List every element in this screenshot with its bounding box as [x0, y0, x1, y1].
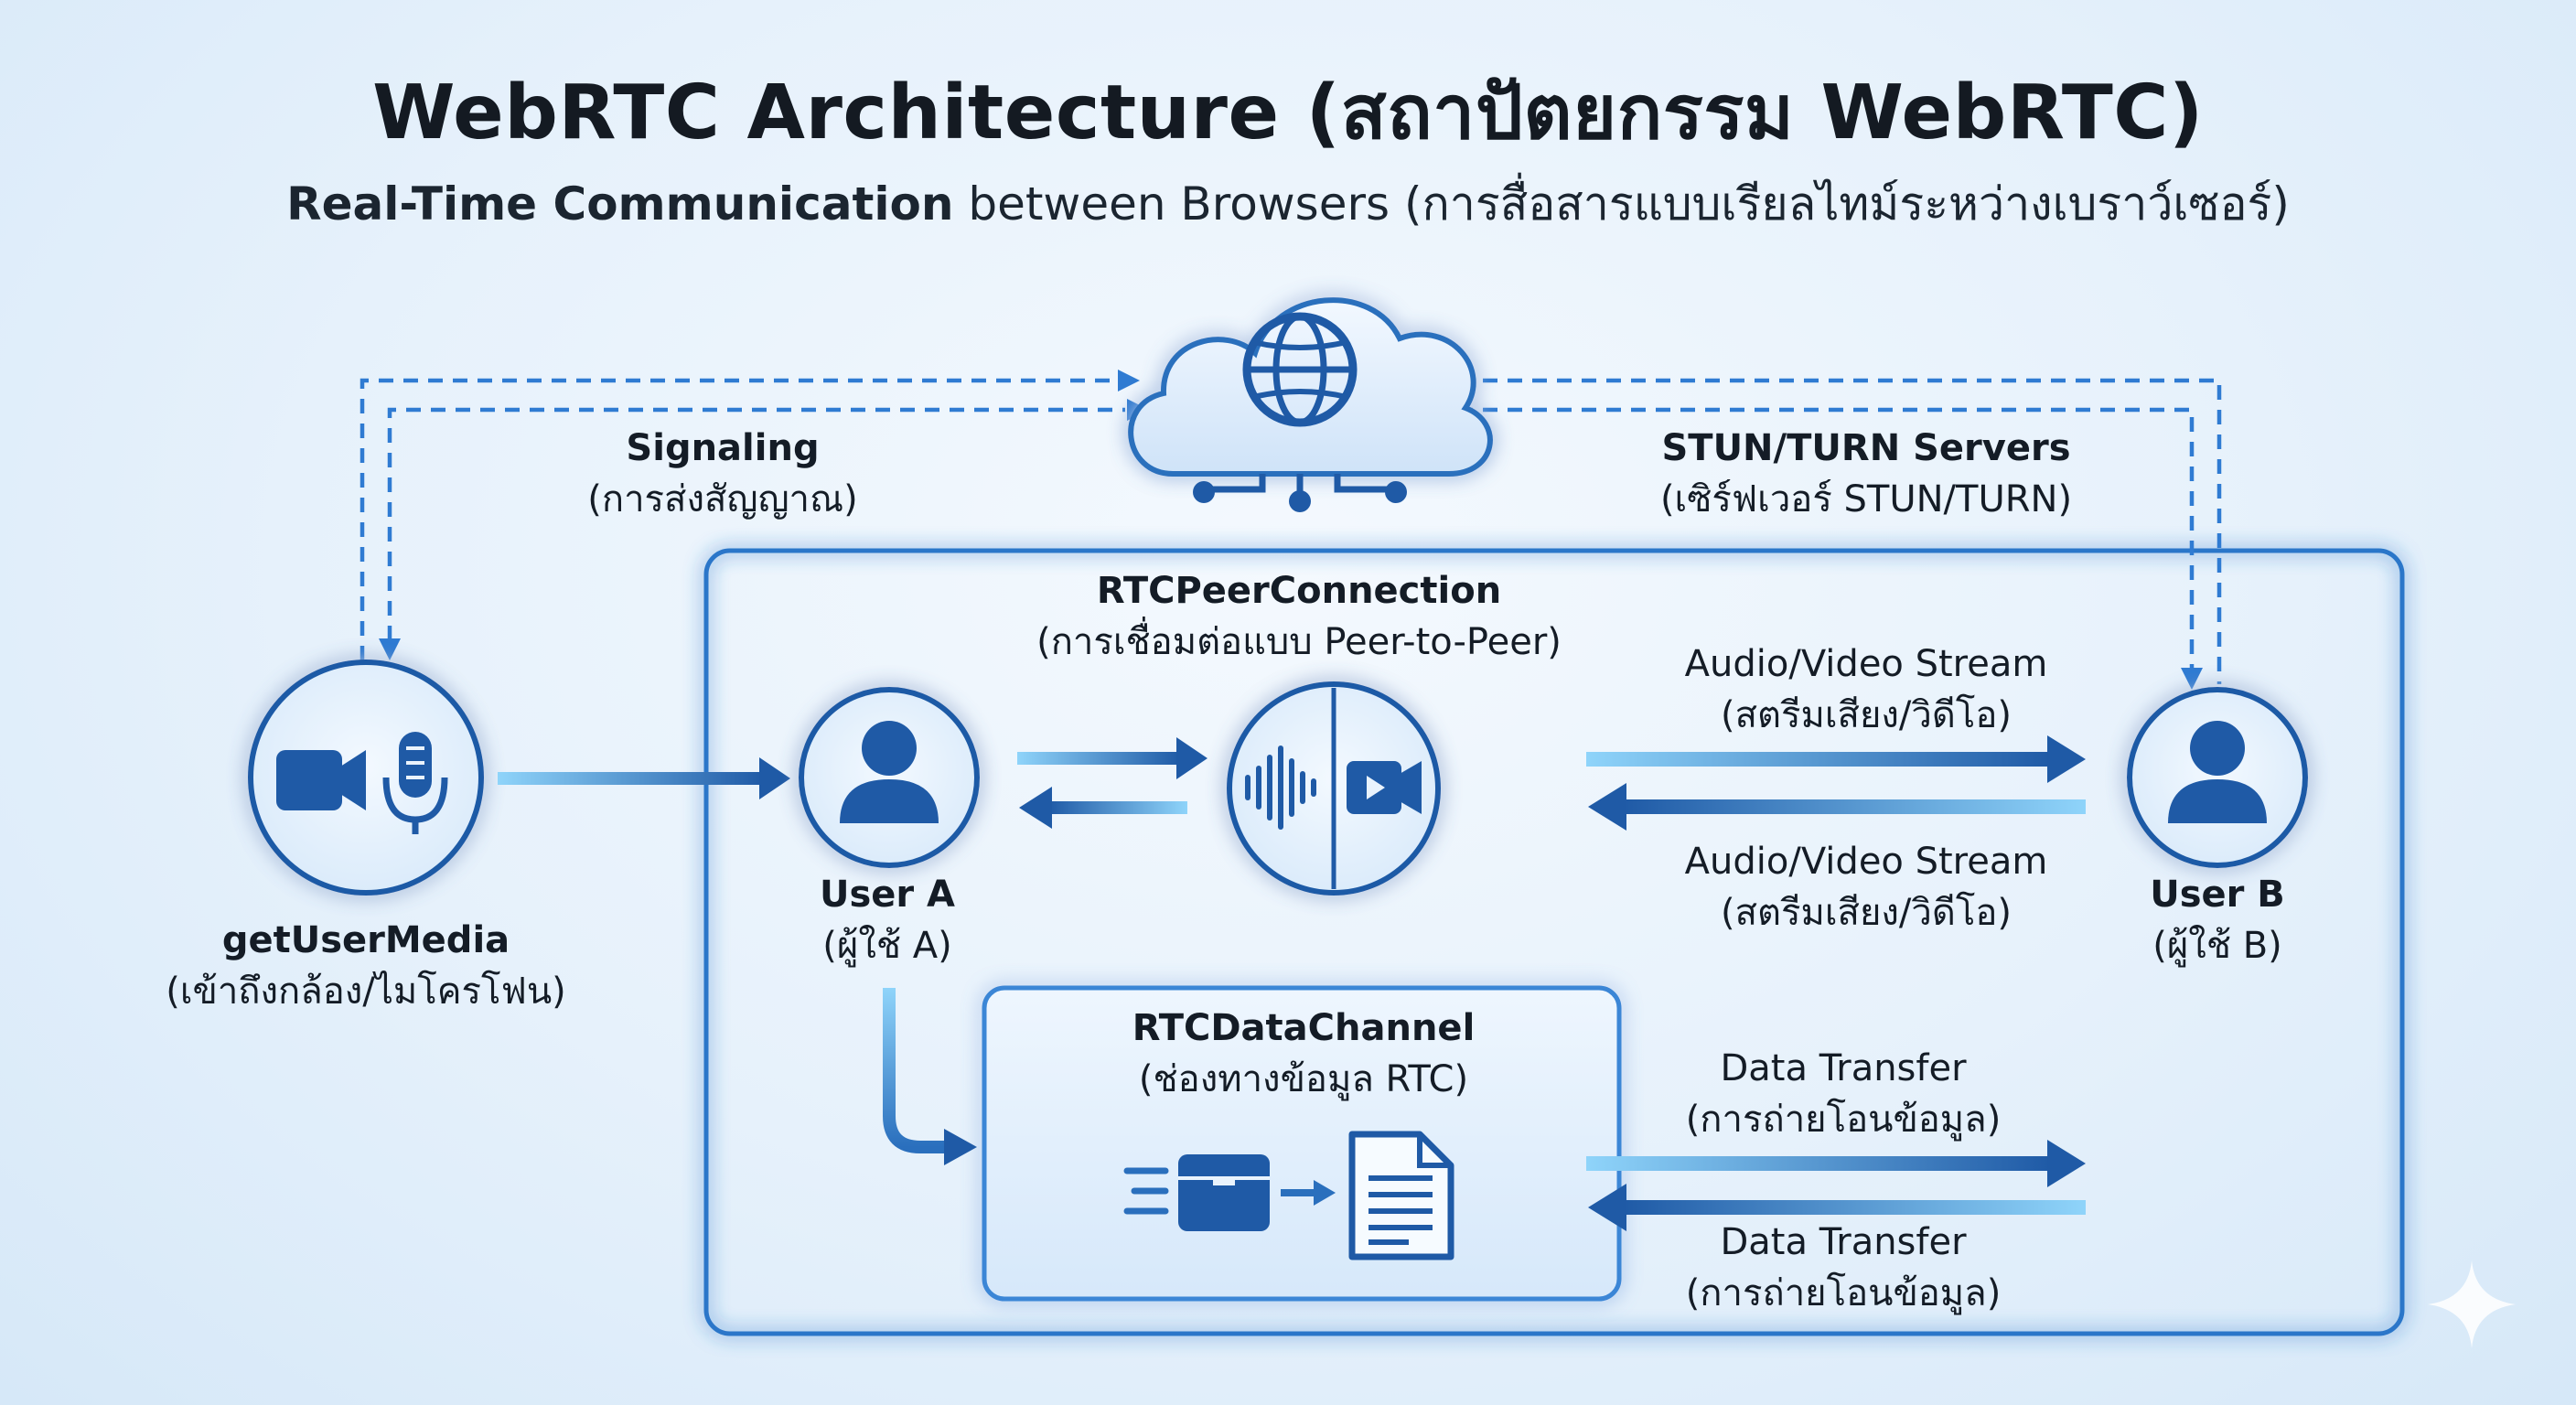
get-user-media-label: getUserMedia(เข้าถึงกล้อง/ไมโครโฟน): [166, 919, 566, 1013]
user-icon: [2168, 721, 2267, 823]
cloud-globe-icon: [1128, 297, 1493, 512]
page-subtitle: Real-Time Communication between Browsers…: [0, 168, 2576, 241]
data-channel-box: [982, 985, 1622, 1302]
microphone-icon: [382, 732, 448, 834]
data-transfer-arrow-left: [1623, 1200, 2086, 1215]
av-stream-label-bottom: Audio/Video Stream(สตรีมเสียง/วิดีโอ): [1684, 841, 2048, 934]
user-b-label: User B(ผู้ใช้ B): [2150, 874, 2285, 967]
av-stream-arrow-left: [1623, 799, 2086, 814]
peer-to-user-a-arrow: [1048, 801, 1187, 814]
media-arrow: [498, 772, 763, 785]
peer-connection-label: RTCPeerConnection(การเชื่อมต่อแบบ Peer-t…: [1036, 570, 1562, 663]
user-b-circle: [2127, 687, 2308, 868]
data-transfer-arrow-right: [1586, 1156, 2051, 1171]
media-arrowhead: [759, 757, 790, 799]
subtitle-bold: Real-Time Communication: [286, 177, 954, 231]
sparkle-icon: [2428, 1260, 2516, 1348]
user-a-circle: [799, 687, 980, 868]
audio-wave-icon: [1245, 745, 1316, 830]
data-transfer-label-top: Data Transfer(การถ่ายโอนข้อมูล): [1685, 1047, 2002, 1141]
box-icon: [1123, 1154, 1270, 1231]
av-stream-label-top: Audio/Video Stream(สตรีมเสียง/วิดีโอ): [1684, 643, 2048, 736]
camera-icon: [276, 750, 366, 810]
signaling-label: Signaling(การส่งสัญญาณ): [587, 427, 858, 520]
user-a-to-peer-arrow: [1017, 752, 1180, 765]
user-a-to-datachannel-arrow: [883, 988, 948, 1153]
document-icon: [1348, 1131, 1454, 1260]
stun-turn-label: STUN/TURN Servers(เซิร์ฟเวอร์ STUN/TURN): [1659, 427, 2073, 520]
user-a-label: User A(ผู้ใช้ A): [819, 874, 956, 967]
user-icon: [840, 721, 939, 823]
data-channel-label: RTCDataChannel(ช่องทางข้อมูล RTC): [1132, 1007, 1476, 1100]
av-stream-arrow-right: [1586, 752, 2051, 767]
subtitle-rest: between Browsers (การสื่อสารแบบเรียลไทม์…: [953, 177, 2290, 231]
signaling-dashed-lines: [360, 378, 2222, 684]
peer-connection-container: [703, 548, 2405, 1336]
video-icon: [1347, 761, 1422, 814]
page-title: WebRTC Architecture (สถาปัตยกรรม WebRTC): [372, 70, 2204, 156]
transfer-arrow-icon: [1281, 1180, 1336, 1206]
data-transfer-label-bottom: Data Transfer(การถ่ายโอนข้อมูล): [1685, 1221, 2002, 1314]
